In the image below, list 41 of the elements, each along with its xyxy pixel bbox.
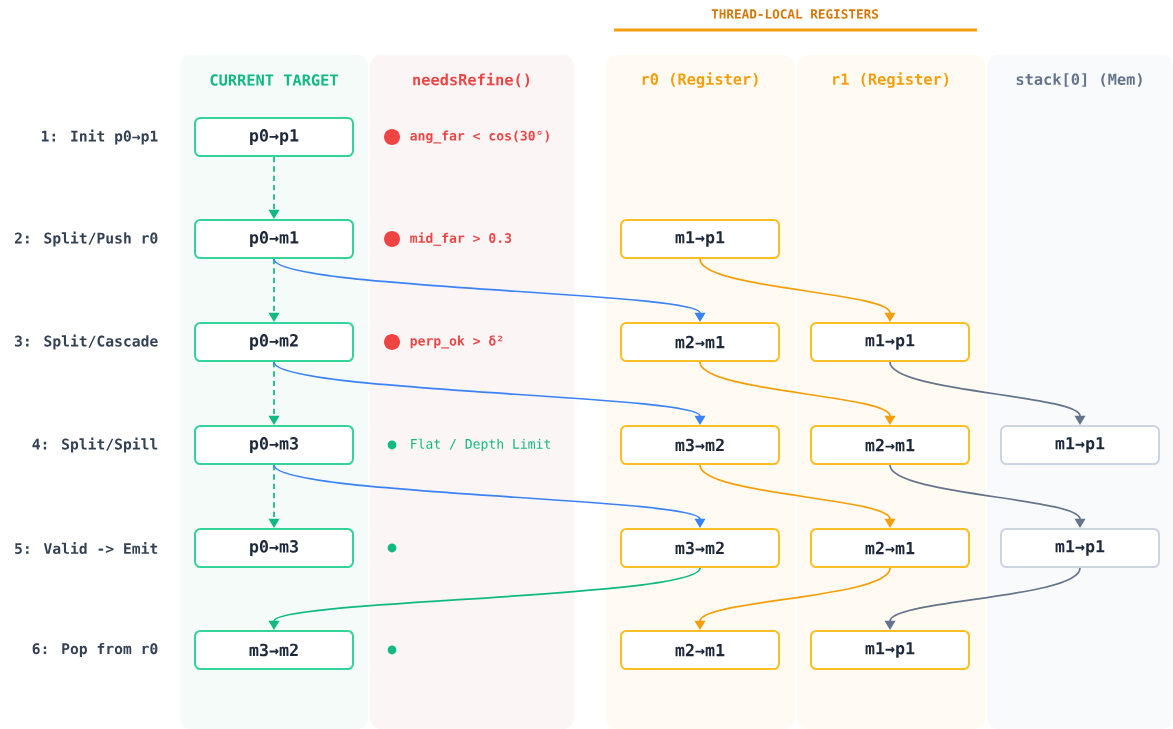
state-box: m1→p1 bbox=[620, 219, 780, 259]
state-box: m2→m1 bbox=[810, 425, 970, 465]
state-box: m1→p1 bbox=[810, 630, 970, 670]
state-box: m1→p1 bbox=[1000, 425, 1160, 465]
state-box: p0→m3 bbox=[194, 528, 354, 568]
state-box: m1→p1 bbox=[1000, 528, 1160, 568]
state-box: m2→m1 bbox=[620, 630, 780, 670]
state-box: m3→m2 bbox=[620, 528, 780, 568]
state-box: m2→m1 bbox=[620, 322, 780, 362]
step-label: 3: Split/Cascade bbox=[14, 334, 158, 350]
state-box: p0→m3 bbox=[194, 425, 354, 465]
state-box: p0→p1 bbox=[194, 117, 354, 157]
condition-text: perp_ok > δ² bbox=[410, 335, 503, 349]
condition-text: Flat / Depth Limit bbox=[411, 438, 551, 452]
curved-arrow bbox=[889, 464, 1086, 528]
section-title: THREAD-LOCAL REGISTERS bbox=[711, 9, 879, 19]
step-label: 1: Init p0→p1 bbox=[41, 129, 158, 145]
column-header: needsRefine() bbox=[413, 72, 530, 88]
step-label: 4: Split/Spill bbox=[32, 437, 158, 453]
condition-text: mid_far > 0.3 bbox=[410, 232, 512, 246]
curved-arrow bbox=[699, 361, 896, 425]
curved-arrow bbox=[699, 464, 896, 528]
column-header: r1 (Register) bbox=[833, 72, 949, 88]
curved-arrow bbox=[699, 258, 896, 322]
step-label: 5: Valid -> Emit bbox=[15, 541, 158, 555]
state-box: p0→m2 bbox=[194, 322, 354, 362]
column-header: CURRENT TARGET bbox=[210, 74, 338, 86]
state-box: m3→m2 bbox=[194, 630, 354, 670]
condition-text: ang_far < cos(30°) bbox=[410, 130, 549, 144]
curved-arrow bbox=[889, 361, 1086, 425]
curved-arrow bbox=[273, 258, 706, 322]
state-box: m2→m1 bbox=[810, 528, 970, 568]
column-header: r0 (Register) bbox=[642, 72, 758, 88]
curved-arrow bbox=[273, 464, 706, 528]
state-box: m3→m2 bbox=[620, 425, 780, 465]
state-box: p0→m1 bbox=[194, 219, 354, 259]
column-header: stack[0] (Mem) bbox=[1016, 73, 1142, 87]
curved-arrow bbox=[273, 361, 706, 425]
step-label: 2: Split/Push r0 bbox=[14, 231, 158, 247]
step-label: 6: Pop from r0 bbox=[32, 642, 158, 658]
state-box: m1→p1 bbox=[810, 322, 970, 362]
